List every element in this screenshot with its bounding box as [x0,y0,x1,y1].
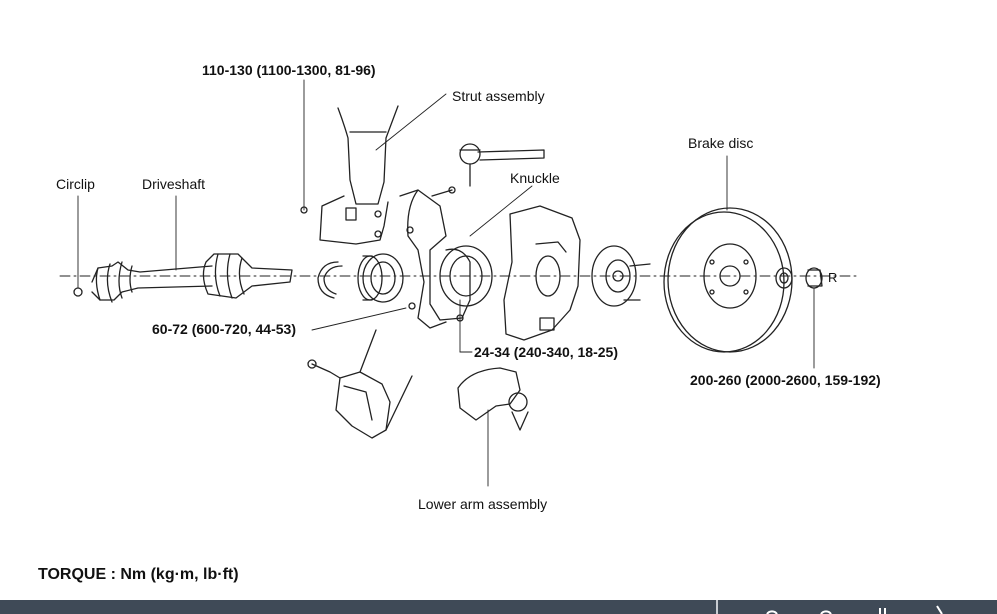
strut-bolt-torque-label: 110-130 (1100-1300, 81-96) [202,62,376,78]
circle-icon[interactable] [818,600,834,614]
circle-icon[interactable] [764,600,780,614]
circlip-part [73,195,83,297]
knuckle-part [399,185,533,329]
brake-disc-part [663,155,793,353]
circlip-label: Circlip [56,176,95,192]
toolbar-divider [716,600,718,614]
hub-nut-part [775,267,823,369]
knuckle-bolt-torque-label: 60-72 (600-720, 44-53) [152,321,296,337]
strut-assembly-part [300,79,447,245]
exploded-diagram: 110-130 (1100-1300, 81-96) Strut assembl… [56,62,881,512]
dust-cover-part [503,205,581,341]
viewer-toolbar [0,600,997,614]
leader-knuckle-bolt [311,307,407,331]
wheel-bearing-part [357,253,404,303]
caliper-part [307,329,413,439]
driveshaft-label: Driveshaft [142,176,206,192]
strut-assembly-label: Strut assembly [452,88,545,104]
snap-ring-part [317,261,343,299]
torque-units-note: TORQUE : Nm (kg·m, lb·ft) [38,566,239,583]
brake-disc-label: Brake disc [688,135,754,151]
driveshaft-part [91,195,293,303]
hub-part [591,245,651,307]
lower-arm-assembly-label: Lower arm assembly [418,496,548,512]
front-suspension-drawing [59,79,861,487]
tie-rod-end-part [459,143,545,187]
knuckle-label: Knuckle [510,170,560,186]
lower-arm-part [457,367,529,487]
pause-icon[interactable] [876,600,890,614]
chevron-right-icon[interactable] [932,600,946,614]
hub-nut-mark: R [828,270,838,285]
caliper-bolt-torque-label: 24-34 (240-340, 18-25) [474,344,618,360]
hub-nut-torque-label: 200-260 (2000-2600, 159-192) [690,372,881,388]
